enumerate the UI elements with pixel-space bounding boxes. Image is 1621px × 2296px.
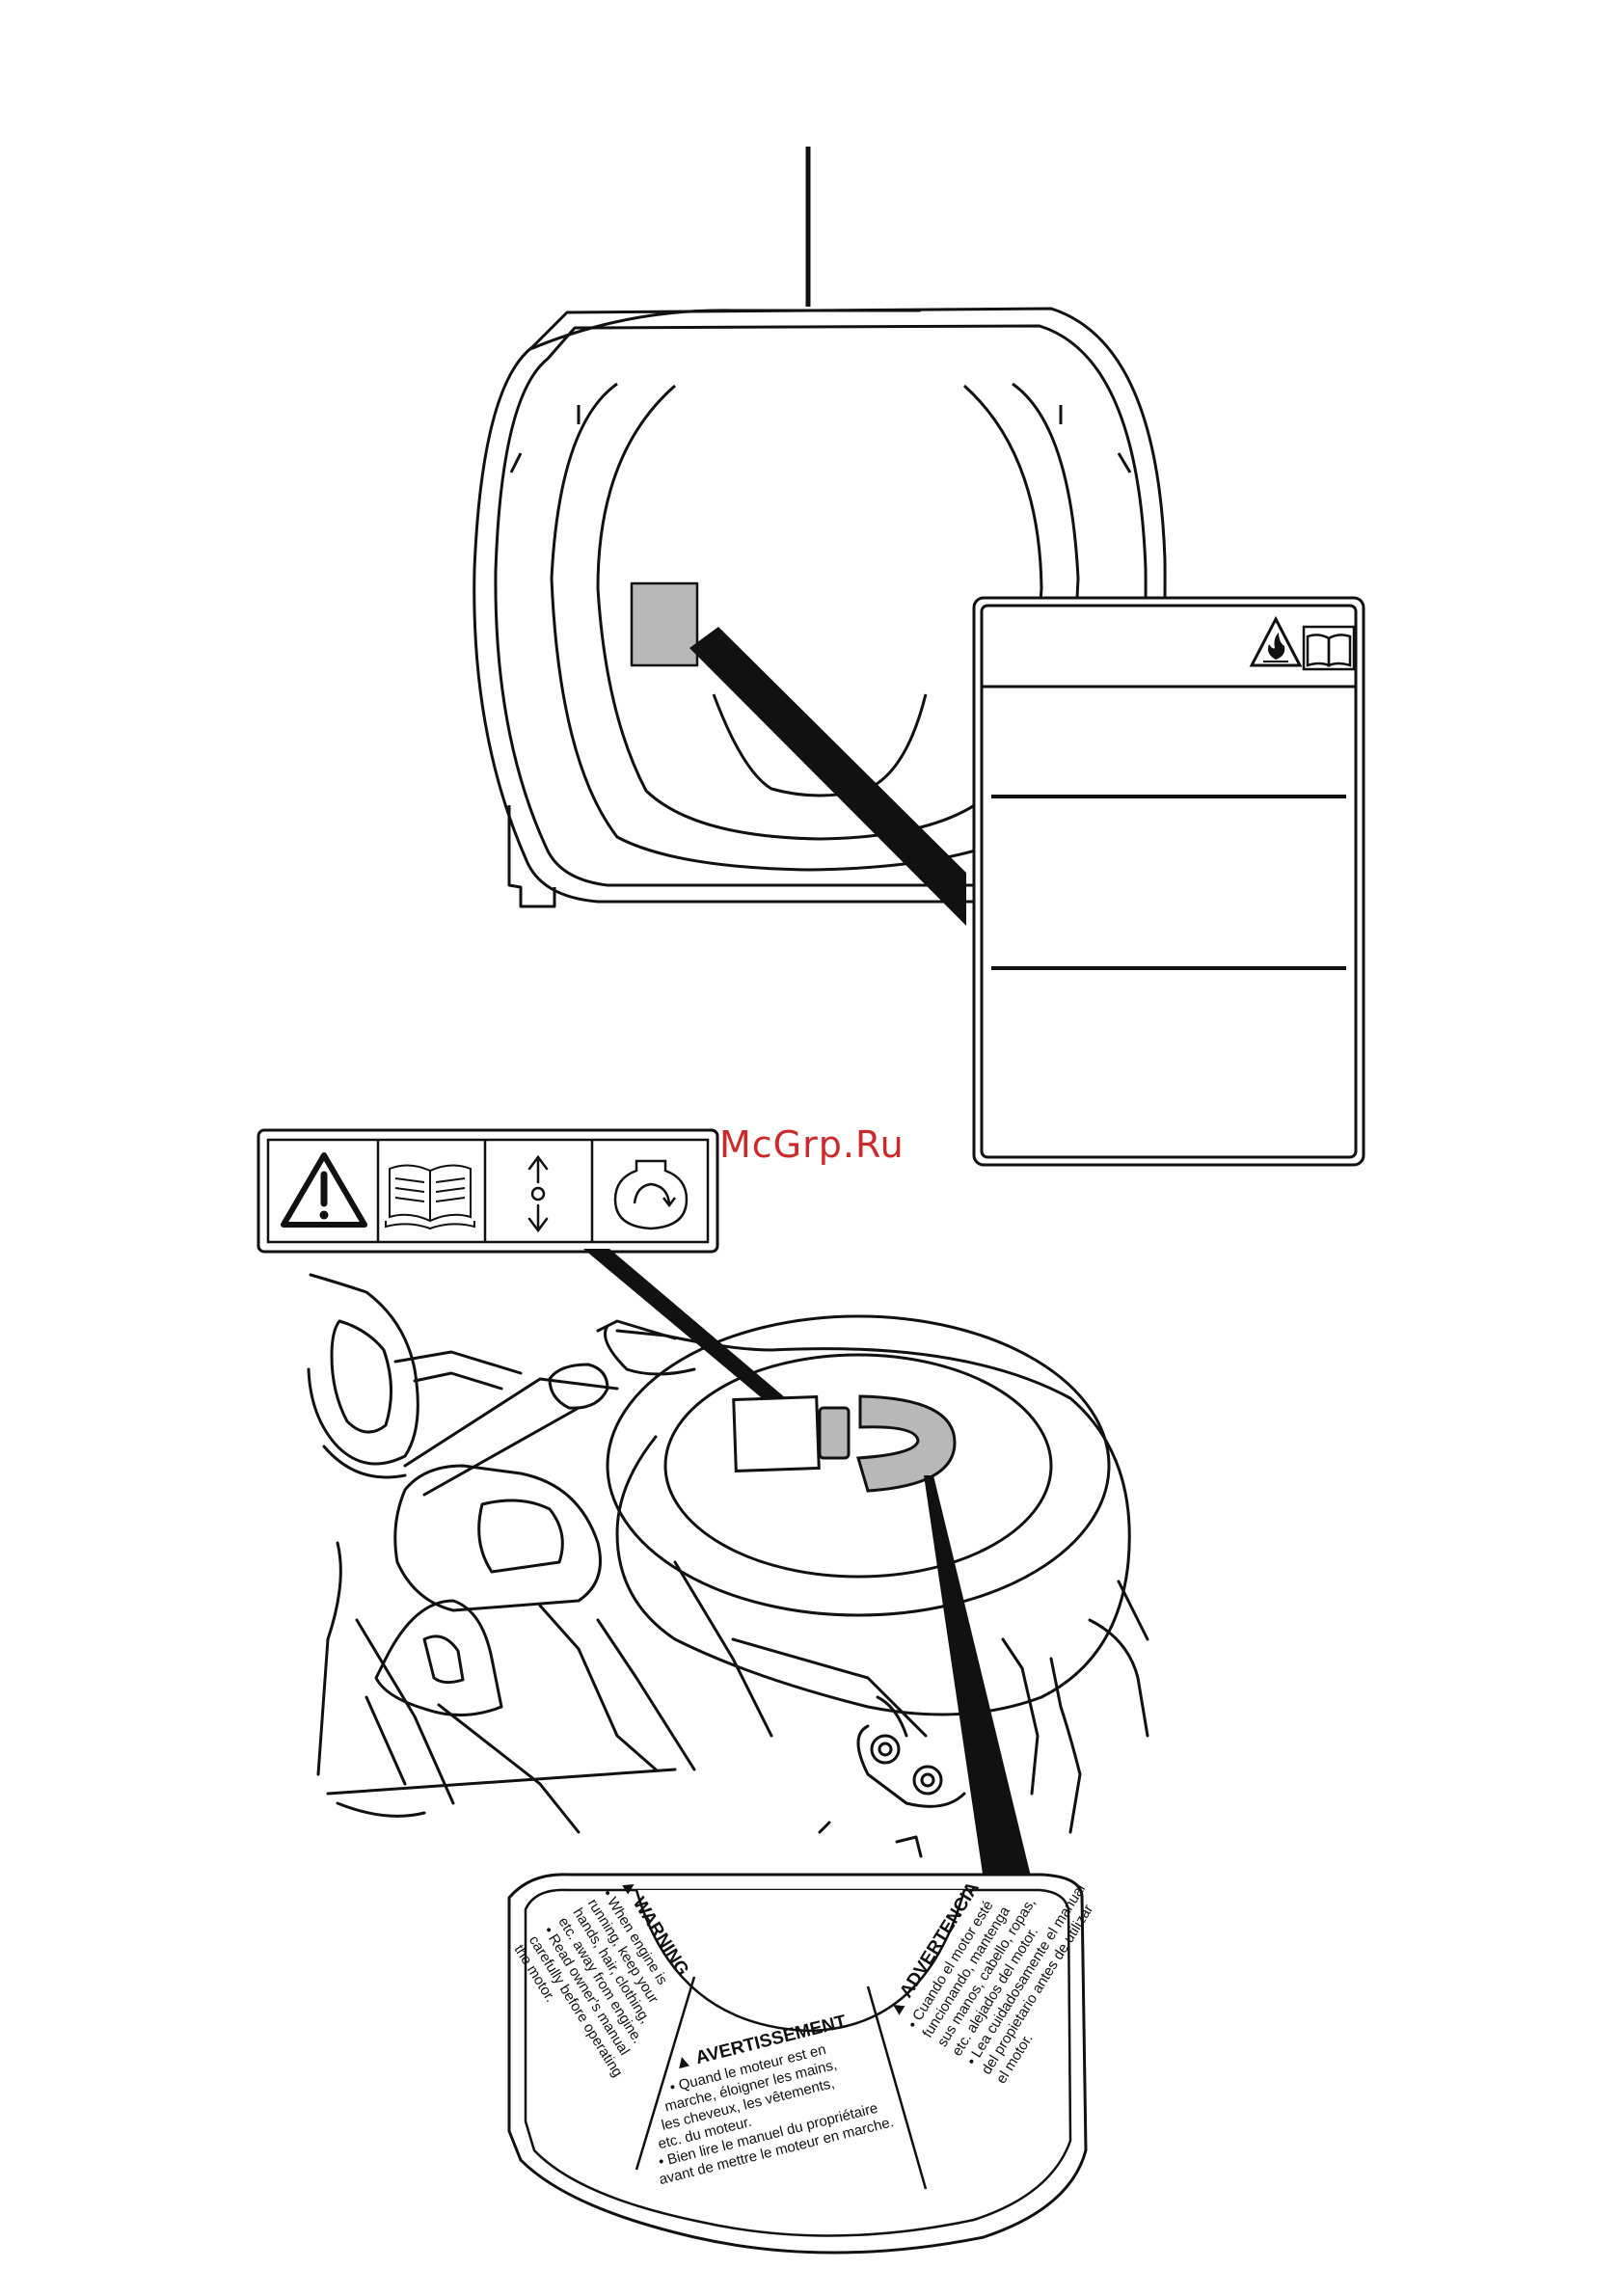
engine-illustration (307, 1273, 1149, 1858)
watermark-text: McGrp.Ru (719, 1123, 905, 1166)
warning-triangle-icon (281, 1152, 367, 1228)
hook-bracket (374, 1599, 503, 1716)
tank-label-leader (689, 627, 966, 926)
blower-top-ring-inner (663, 1353, 1053, 1579)
bolt-2 (912, 1765, 943, 1796)
intake-outer (307, 1273, 419, 1466)
blower-top-ring-outer (606, 1314, 1111, 1617)
tank-contour-2 (596, 384, 1043, 841)
blower-label-locations (732, 1394, 957, 1493)
tank-label-location (630, 581, 699, 667)
bolt-1 (870, 1734, 901, 1765)
read-manual-icon (1302, 625, 1356, 671)
blower-housing (615, 1329, 1131, 1716)
tank-contour-4 (509, 405, 1132, 473)
tank-base (507, 805, 556, 908)
fuel-warning-label (972, 596, 1365, 1167)
decal-warning-section: ▲ WARNING • When engine is running, keep… (511, 1874, 693, 2080)
intake-inner (330, 1319, 393, 1434)
control-label-strip (257, 1128, 719, 1254)
fire-hazard-warning-icon (1249, 615, 1303, 667)
semicircle-warning-decal: ▲ WARNING • When engine is running, keep… (507, 1873, 1096, 2255)
engine-handle (393, 1464, 602, 1612)
warning-decal-location (856, 1394, 957, 1493)
fuel-tank-illustration (473, 147, 1167, 908)
rotation-direction-icon (613, 1159, 689, 1230)
control-label-location (732, 1394, 821, 1473)
small-label-location (818, 1406, 851, 1460)
decal-leader (924, 1475, 1032, 1880)
tank-contour-1 (550, 382, 1080, 872)
read-manual-icon (385, 1164, 475, 1230)
choke-arrows-icon (527, 1154, 549, 1233)
tank-contour-3 (712, 693, 928, 797)
